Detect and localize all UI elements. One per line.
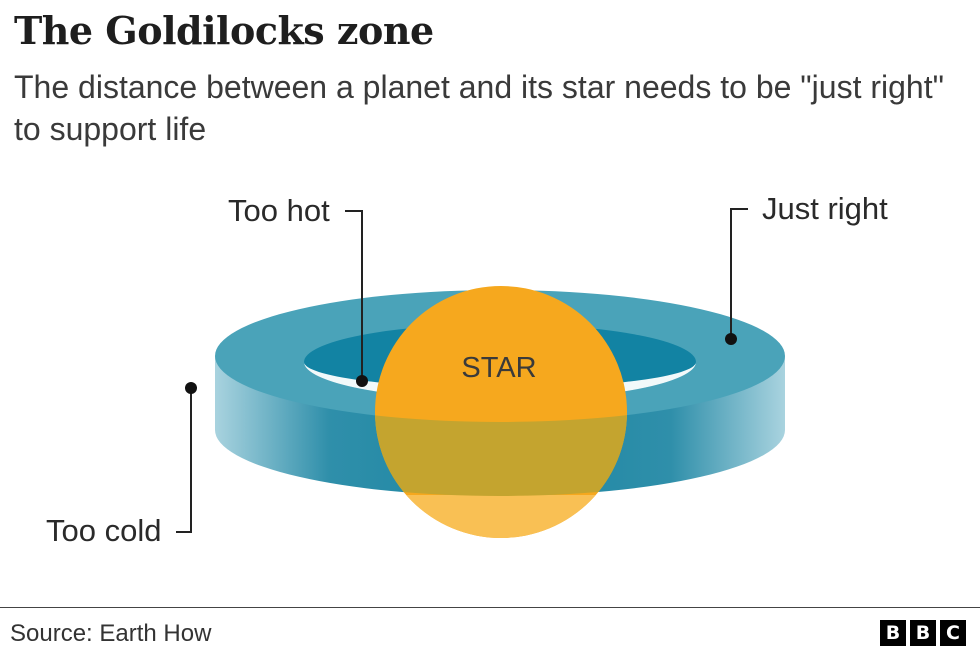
- too-hot-marker: [356, 375, 368, 387]
- too-hot-label: Too hot: [228, 193, 330, 228]
- goldilocks-zone-diagram: STAR Too hot Just right Too cold: [46, 191, 888, 548]
- source-credit: Source: Earth How: [10, 620, 212, 647]
- star-label: STAR: [461, 352, 536, 384]
- bbc-logo-block: B: [880, 620, 906, 646]
- star-lower-glow: [375, 495, 627, 538]
- page-title: The Goldilocks zone: [14, 8, 434, 53]
- just-right-label: Just right: [762, 191, 888, 226]
- too-cold-label: Too cold: [46, 513, 161, 548]
- too-hot-leader: [345, 210, 363, 381]
- just-right-marker: [725, 333, 737, 345]
- just-right-leader: [730, 208, 748, 339]
- ring-front-over-star: [375, 400, 627, 496]
- too-cold-marker: [185, 382, 197, 394]
- bbc-logo-block: C: [940, 620, 966, 646]
- bbc-logo: B B C: [880, 620, 966, 646]
- footer-divider: [0, 607, 980, 608]
- too-cold-leader: [176, 388, 192, 533]
- bbc-logo-block: B: [910, 620, 936, 646]
- page-subtitle: The distance between a planet and its st…: [14, 69, 944, 147]
